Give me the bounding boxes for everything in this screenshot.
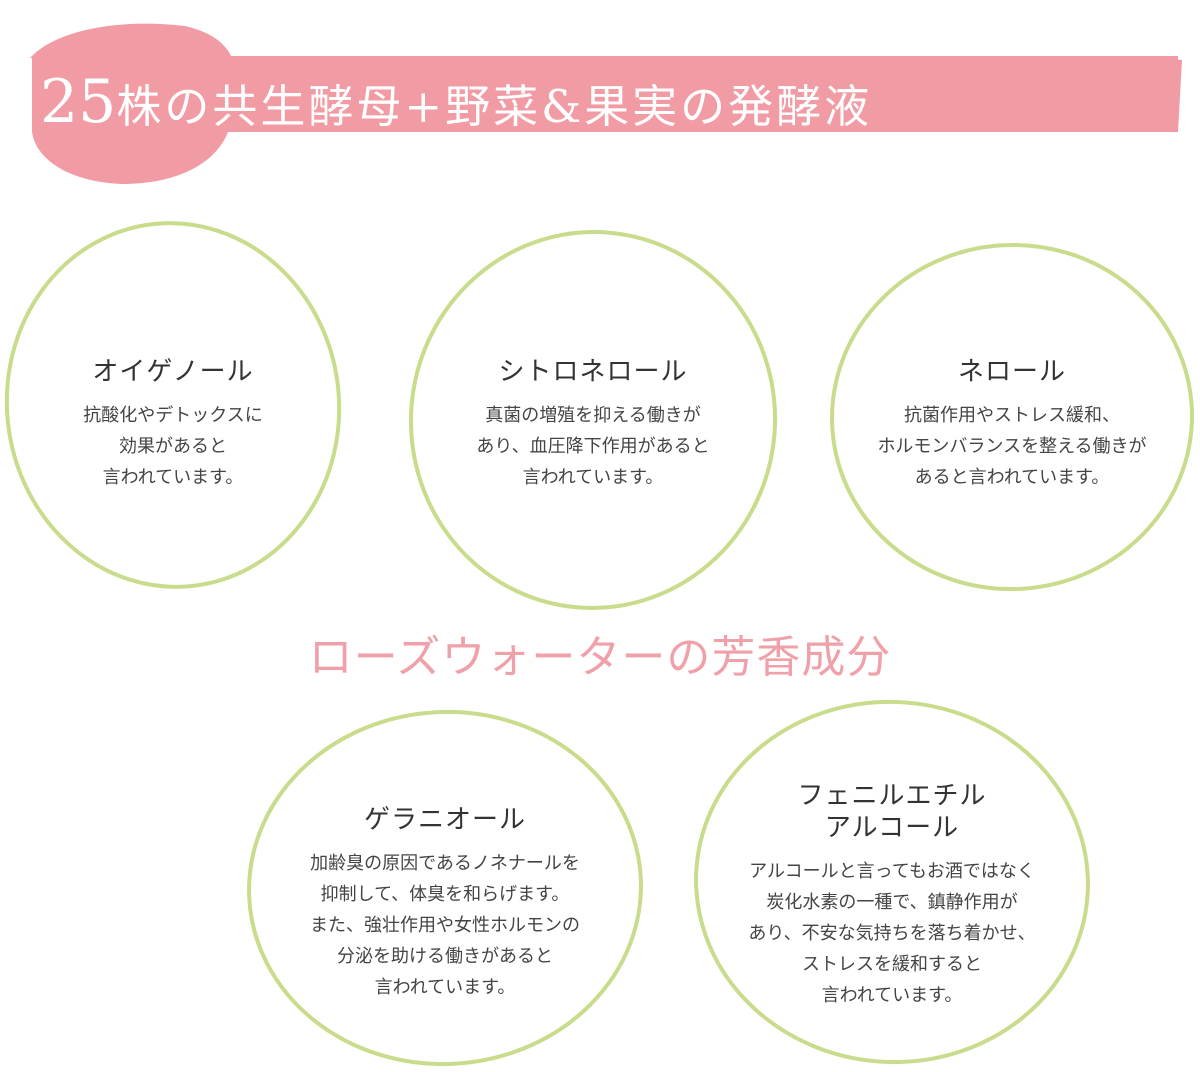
ingredient-name: オイゲノール (92, 357, 254, 387)
ingredient-nerol: ネロール 抗菌作用やストレス緩和、 ホルモンバランスを整える働きが あると言われ… (842, 356, 1182, 493)
ingredient-geraniol: ゲラニオール 加齢臭の原因であるノネナールを 抑制して、体臭を和らげます。 また… (270, 804, 620, 1003)
banner-title-text: 株の共生酵母+野菜&果実の発酵液 (116, 80, 873, 133)
ingredient-description: 真菌の増殖を抑える働きが あり、血圧降下作用があると 言われています。 (476, 405, 710, 488)
ingredient-citronellol: シトロネロール 真菌の増殖を抑える働きが あり、血圧降下作用があると 言われてい… (433, 356, 753, 493)
ingredient-eugenol: オイゲノール 抗酸化やデトックスに 効果があると 言われています。 (13, 356, 333, 493)
banner-title-number: 25 (40, 67, 117, 137)
ingredient-description: アルコールと言ってもお酒ではなく 炭化水素の一種で、鎮静作用が あり、不安な気持… (748, 861, 1036, 1006)
circle-frame-geraniol (247, 709, 643, 1067)
ingredient-phenylethyl-alcohol: フェニルエチル アルコール アルコールと言ってもお酒ではなく 炭化水素の一種で、… (712, 780, 1072, 1011)
banner-title: 25株の共生酵母+野菜&果実の発酵液 (40, 52, 1180, 152)
ingredient-name: ゲラニオール (363, 805, 526, 835)
ingredient-description: 加齢臭の原因であるノネナールを 抑制して、体臭を和らげます。 また、強壮作用や女… (310, 853, 580, 998)
section-title: ローズウォーターの芳香成分 (308, 632, 892, 683)
title-banner-background (30, 23, 1182, 184)
ingredient-name: フェニルエチル アルコール (797, 781, 987, 843)
circle-frame-eugenol (4, 221, 342, 589)
circle-frame-nerol (830, 242, 1194, 592)
ingredient-name: シトロネロール (498, 357, 688, 387)
ingredient-description: 抗酸化やデトックスに 効果があると 言われています。 (83, 405, 263, 488)
circle-frame-citronellol (408, 230, 778, 610)
ingredient-description: 抗菌作用やストレス緩和、 ホルモンバランスを整える働きが あると言われています。 (877, 405, 1147, 488)
ingredient-name: ネロール (957, 357, 1066, 387)
circle-frame-phenylethyl-alcohol (694, 699, 1090, 1065)
